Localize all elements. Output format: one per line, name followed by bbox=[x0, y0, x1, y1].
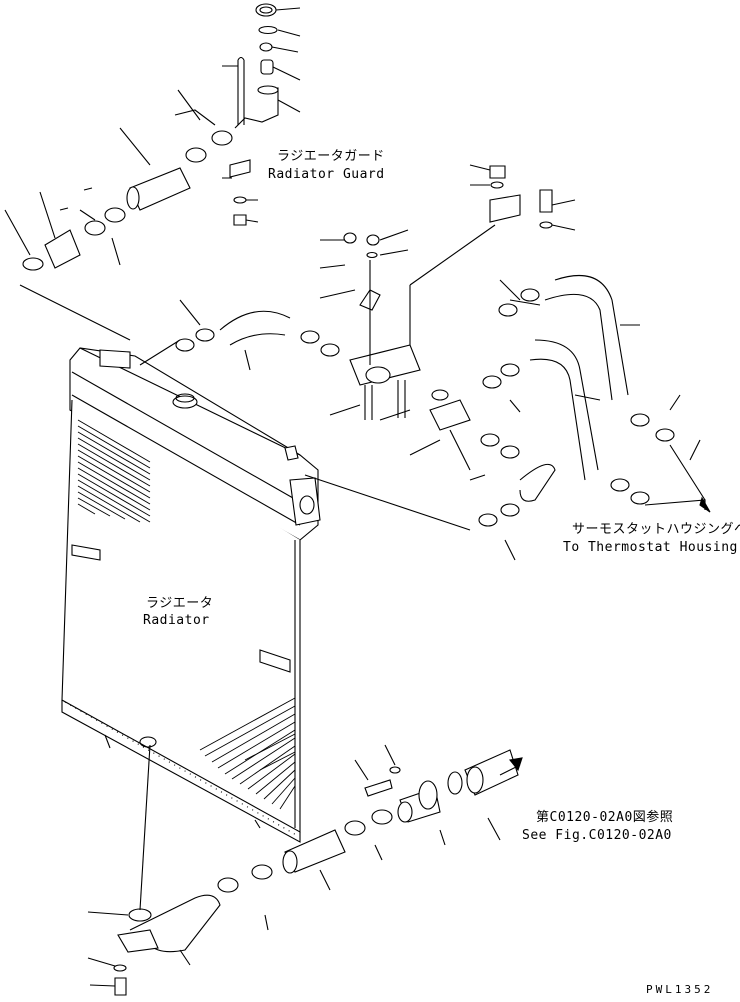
center-pipe-assembly bbox=[320, 225, 495, 420]
radiator-guard-label-en: Radiator Guard bbox=[268, 167, 385, 182]
thermostat-arrow bbox=[645, 445, 710, 512]
upper-left-hoses bbox=[5, 90, 232, 270]
radiator-label-en: Radiator bbox=[143, 613, 210, 628]
radiator-label-jp: ラジエータ bbox=[146, 596, 214, 611]
long-hoses-right bbox=[499, 276, 700, 505]
upper-hose-elbow bbox=[140, 300, 339, 370]
radiator-fins-top bbox=[78, 420, 150, 522]
radiator bbox=[62, 348, 320, 842]
connector-leaders bbox=[20, 285, 470, 910]
center-right-clamps bbox=[410, 364, 555, 560]
top-right-bracket bbox=[470, 165, 575, 230]
drawing-code: PWL1352 bbox=[646, 983, 714, 996]
thermostat-label-jp: サーモスタットハウジングへ bbox=[572, 522, 740, 537]
radiator-guard-assembly bbox=[222, 4, 300, 225]
radiator-guard-label-jp: ラジエータガード bbox=[277, 149, 385, 164]
see-figure-label-en: See Fig.C0120-02A0 bbox=[522, 828, 672, 843]
thermostat-label-en: To Thermostat Housing bbox=[563, 540, 738, 555]
radiator-fins-bottom bbox=[200, 698, 295, 809]
lower-hose-assembly bbox=[88, 745, 522, 995]
see-figure-label-jp: 第C0120-02A0図参照 bbox=[536, 810, 674, 825]
